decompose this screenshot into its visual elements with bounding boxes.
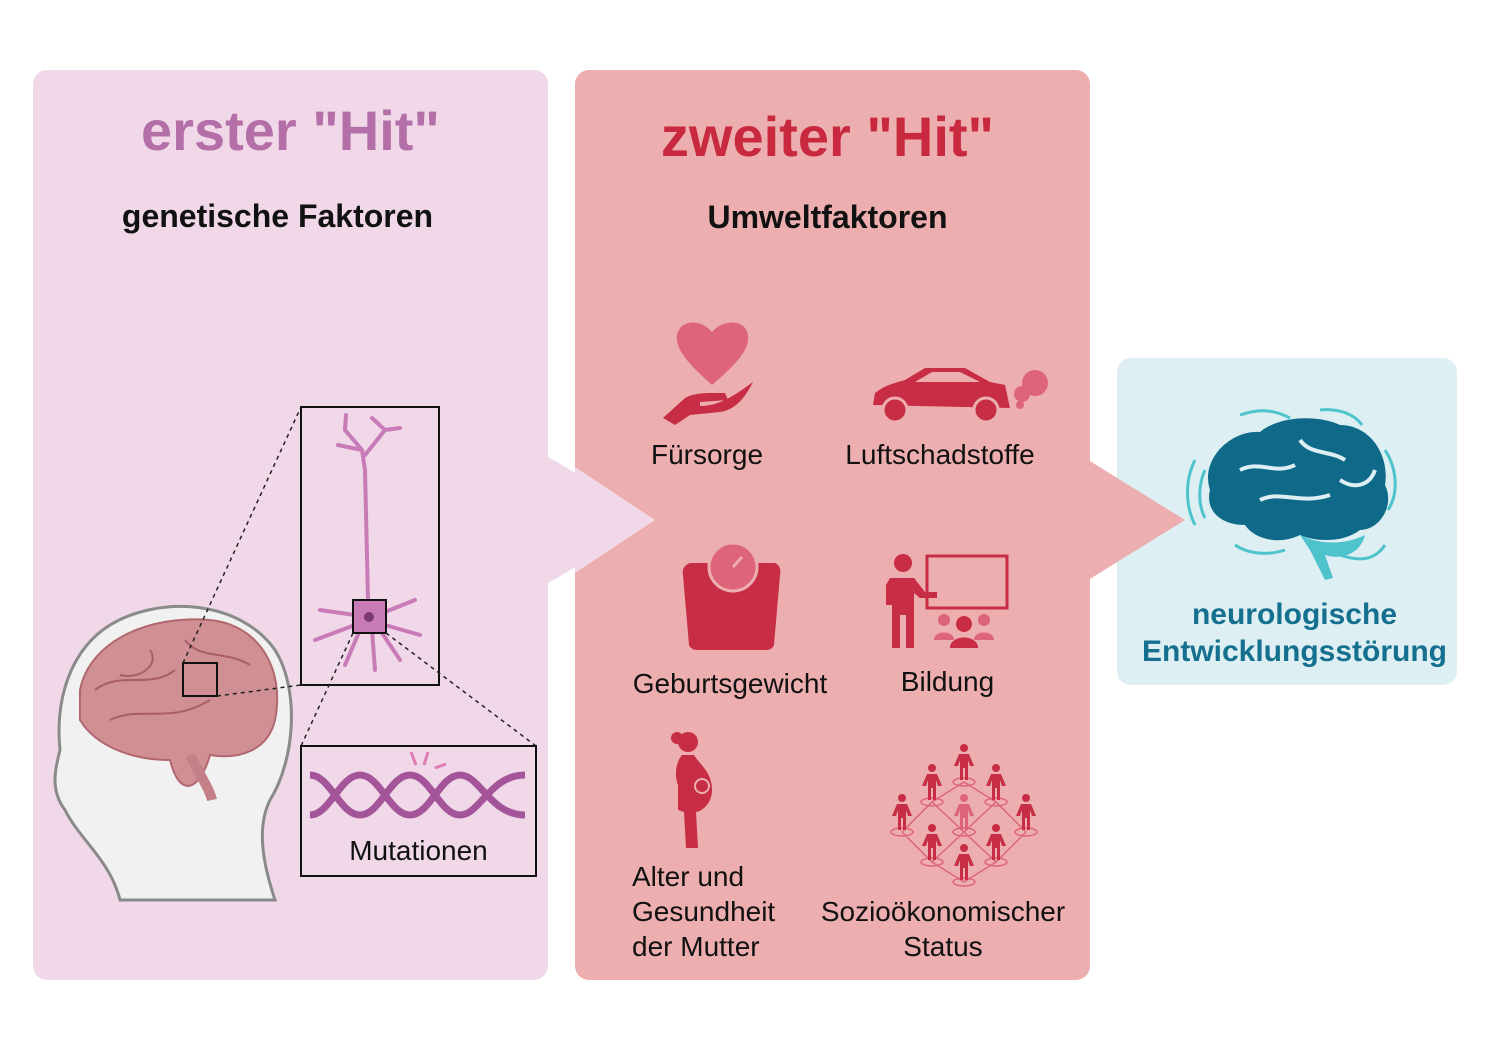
factor-label-soziooekonomisch: Sozioökonomischer Status: [820, 896, 1066, 962]
person-figure: [952, 844, 976, 887]
person-figure: [984, 824, 1008, 867]
network-link: [995, 831, 1027, 863]
factor-label-luftschadstoffe: Luftschadstoffe: [845, 439, 1035, 470]
network-link: [963, 801, 997, 833]
factor-label-geburtsgewicht: Geburtsgewicht: [632, 668, 828, 699]
network-link: [995, 801, 1027, 833]
person-figure: [952, 794, 976, 837]
outcome-line-1: neurologische: [1191, 598, 1398, 631]
person-figure: [890, 794, 914, 837]
person-figure: [1014, 794, 1038, 837]
environment-factors-subtitle: Umweltfaktoren: [707, 199, 948, 235]
outcome-line-2: Entwicklungsstörung: [1141, 635, 1447, 668]
factor-label-mutter: Alter und Gesundheit der Mutter: [632, 861, 776, 962]
second-hit-panel: [575, 70, 1090, 980]
network-link: [901, 801, 933, 833]
second-hit-title: zweiter "Hit": [660, 105, 995, 168]
person-figure: [920, 824, 944, 867]
network-link: [931, 831, 965, 863]
network-link: [901, 831, 933, 863]
factor-label-fuersorge: Fürsorge: [650, 439, 764, 470]
person-figure: [920, 764, 944, 807]
factor-label-bildung: Bildung: [900, 666, 995, 697]
person-figure: [952, 744, 976, 787]
genetic-factors-subtitle: genetische Faktoren: [121, 198, 434, 234]
network-link: [931, 801, 965, 833]
network-link: [963, 831, 997, 863]
mutation-label: Mutationen: [349, 835, 488, 866]
first-hit-title: erster "Hit": [141, 99, 440, 162]
outcome-label: neurologische Entwicklungsstörung: [1117, 596, 1472, 670]
person-figure: [984, 764, 1008, 807]
